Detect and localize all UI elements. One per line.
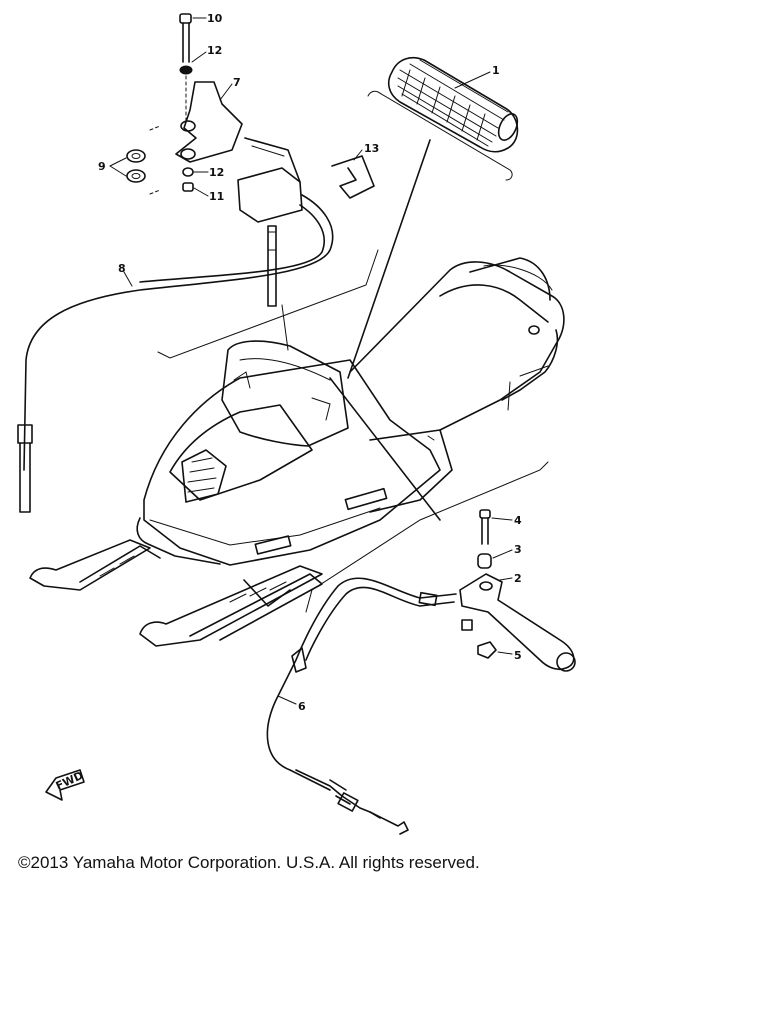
throttle-cable-part[interactable]: 8 — [17, 194, 334, 513]
svg-text:12: 12 — [209, 166, 224, 179]
svg-text:2: 2 — [514, 572, 522, 585]
brake-lever-assembly[interactable] — [459, 509, 576, 672]
skis — [29, 539, 323, 647]
svg-text:11: 11 — [209, 190, 224, 203]
snowmobile-body — [136, 257, 565, 566]
fwd-arrow-icon: FWD — [45, 769, 86, 801]
svg-text:3: 3 — [514, 543, 522, 556]
svg-text:6: 6 — [298, 700, 306, 713]
parts-diagram: 1 10 12 7 9 — [17, 12, 576, 835]
svg-text:1: 1 — [492, 64, 500, 77]
copyright-notice: ©2013 Yamaha Motor Corporation. U.S.A. A… — [18, 853, 480, 872]
svg-text:5: 5 — [514, 649, 522, 662]
svg-text:10: 10 — [207, 12, 223, 25]
svg-text:13: 13 — [364, 142, 379, 155]
svg-text:FWD: FWD — [54, 769, 86, 793]
callout-1: 1 — [454, 64, 500, 89]
svg-text:9: 9 — [98, 160, 106, 173]
callouts-brake: 4 3 2 5 — [491, 514, 522, 662]
grip-part[interactable] — [367, 56, 521, 181]
callouts-top-left: 10 12 7 9 12 11 — [98, 12, 241, 203]
svg-text:4: 4 — [514, 514, 522, 527]
cable-clip-part[interactable]: 13 — [331, 142, 379, 199]
brake-cable-part[interactable]: 6 — [266, 577, 473, 835]
svg-text:12: 12 — [207, 44, 222, 57]
svg-text:7: 7 — [233, 76, 241, 89]
throttle-housing-assembly[interactable] — [126, 13, 303, 307]
assembly-lines — [157, 139, 549, 613]
svg-text:8: 8 — [118, 262, 126, 275]
